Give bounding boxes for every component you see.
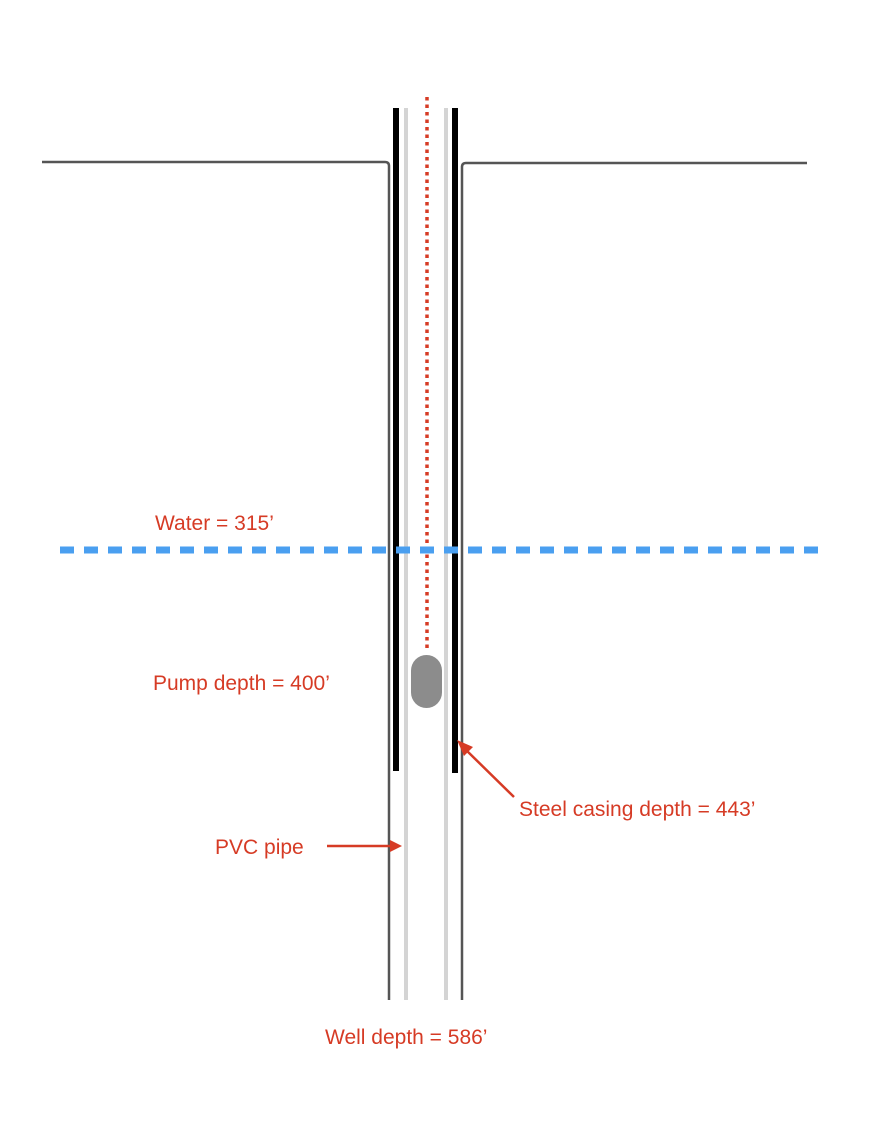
pvc-arrow-head [390, 840, 402, 852]
pvc-pipe-label: PVC pipe [215, 836, 304, 859]
ground-surface-left [42, 160, 391, 1000]
steel-casing-arrow-head [457, 740, 473, 756]
pump-icon [411, 655, 442, 708]
pump-depth-label: Pump depth = 400’ [153, 672, 330, 695]
well-depth-label: Well depth = 586’ [325, 1026, 487, 1049]
steel-casing-label: Steel casing depth = 443’ [519, 798, 755, 821]
water-label: Water = 315’ [155, 512, 274, 535]
ground-surface-right [460, 161, 807, 1000]
steel-casing-arrow-shaft [463, 747, 515, 798]
